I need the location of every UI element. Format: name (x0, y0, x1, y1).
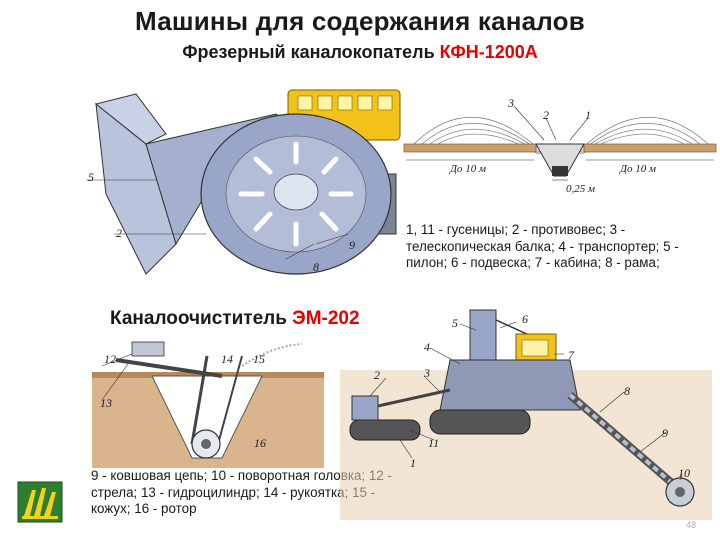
section-right-width: До 10 м (620, 163, 657, 175)
subtitle-prefix: Фрезерный каналокопатель (182, 42, 440, 62)
em202-label-11: 11 (428, 436, 440, 450)
subtitle-model: КФН-1200А (439, 42, 538, 62)
em202-label-3: 3 (424, 366, 430, 380)
kfn-machine-illustration (86, 89, 401, 275)
section2-title: Каналоочиститель ЭМ-202 (110, 308, 360, 330)
em202-label-5: 5 (452, 316, 458, 330)
slide-title: Машины для содержания каналов (135, 6, 585, 36)
kfn-label-8: 8 (313, 260, 319, 274)
kfn-label-5: 5 (88, 170, 94, 184)
rotor-canal-profile (92, 341, 324, 468)
em202-label-10: 10 (678, 466, 690, 480)
page-number: 48 (686, 520, 697, 530)
section2-prefix: Каналоочиститель (110, 308, 293, 329)
section-label-2: 2 (543, 108, 549, 122)
kfn-legend: 1, 11 - гусеницы; 2 - противовес; 3 - те… (406, 222, 679, 270)
rotor-label-16: 16 (254, 436, 266, 450)
rotor-label-15: 15 (253, 352, 265, 366)
section-label-3: 3 (508, 96, 514, 110)
section-left-width: До 10 м (450, 163, 487, 175)
rotor-label-13: 13 (100, 396, 112, 410)
slide-subtitle: Фрезерный каналокопатель КФН-1200А (0, 42, 720, 63)
em202-label-4: 4 (424, 340, 430, 354)
kfn-label-2: 2 (116, 226, 122, 240)
university-logo-icon (17, 481, 63, 523)
em202-label-8: 8 (624, 384, 630, 398)
em202-label-2: 2 (374, 368, 380, 382)
section-label-1: 1 (585, 108, 591, 122)
canal-cross-section (403, 105, 717, 181)
em202-label-7: 7 (568, 348, 574, 362)
em202-label-9: 9 (662, 426, 668, 440)
rotor-label-12: 12 (104, 352, 116, 366)
rotor-label-14: 14 (221, 352, 233, 366)
em202-machine-illustration (340, 309, 712, 520)
kfn-label-9: 9 (349, 238, 355, 252)
section-bottom-width: 0,25 м (566, 183, 596, 195)
em202-legend: 9 - ковшовая цепь; 10 - поворотная голов… (91, 468, 392, 516)
em202-label-6: 6 (522, 312, 528, 326)
em202-label-1: 1 (410, 456, 416, 470)
section2-model: ЭМ-202 (292, 308, 360, 329)
